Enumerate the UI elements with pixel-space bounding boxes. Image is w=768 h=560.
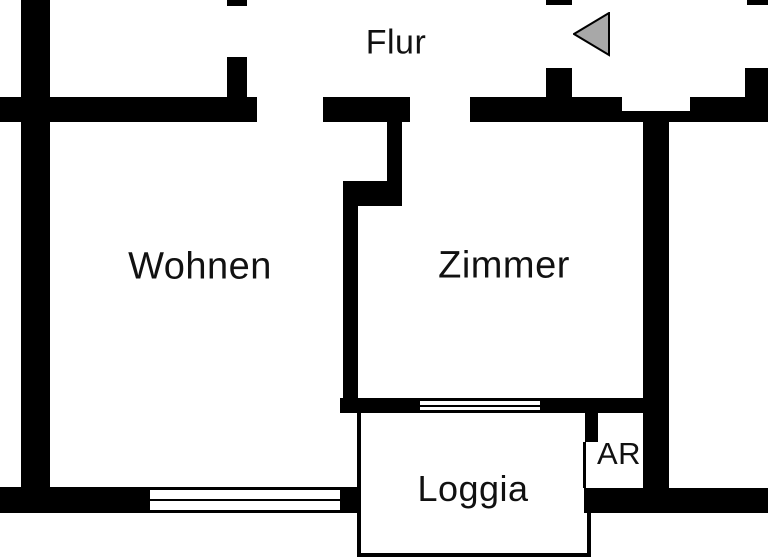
room-label-wohnen: Wohnen xyxy=(128,245,272,288)
window-zimmer-loggia xyxy=(420,398,540,413)
loggia-railing-bottom xyxy=(357,553,591,557)
window-sill-line xyxy=(420,404,540,407)
loggia-railing-right xyxy=(587,513,591,557)
ar-front-line xyxy=(583,442,586,488)
wall-stub-top-right-lower xyxy=(745,68,768,97)
wall-wohnen-zimmer-lower xyxy=(343,181,358,413)
wall-flur-south-segment-1 xyxy=(0,97,257,122)
room-label-zimmer: Zimmer xyxy=(438,244,570,287)
room-label-flur: Flur xyxy=(365,23,427,62)
entrance-arrow-icon xyxy=(573,12,610,57)
window-wohnen xyxy=(150,487,340,513)
wall-zimmer-south-left xyxy=(340,398,420,413)
wall-stub-top-right-upper xyxy=(747,0,768,5)
wall-stub-top-middle-upper xyxy=(546,0,572,5)
wall-bottom-left xyxy=(0,487,150,513)
wall-flur-south-segment-3 xyxy=(470,97,622,122)
wall-stub-top-left-lower xyxy=(227,57,247,97)
wall-stub-top-left-upper xyxy=(227,0,247,6)
wall-bottom-left-end xyxy=(340,487,361,513)
wall-zimmer-south-right xyxy=(540,398,643,413)
entrance-arrow-triangle xyxy=(573,12,610,57)
wall-ar-stub xyxy=(585,413,598,442)
loggia-railing-left xyxy=(357,413,361,557)
wall-zimmer-east xyxy=(643,115,669,488)
room-label-ar: AR xyxy=(596,436,642,471)
wall-flur-south-segment-4 xyxy=(690,97,768,122)
wall-stub-top-middle-lower xyxy=(546,68,572,97)
window-sill-line xyxy=(150,499,340,501)
wall-exterior-left xyxy=(21,0,50,487)
wall-bottom-right xyxy=(584,488,768,513)
room-label-loggia: Loggia xyxy=(417,468,529,509)
wall-flur-south-segment-2 xyxy=(323,97,410,122)
